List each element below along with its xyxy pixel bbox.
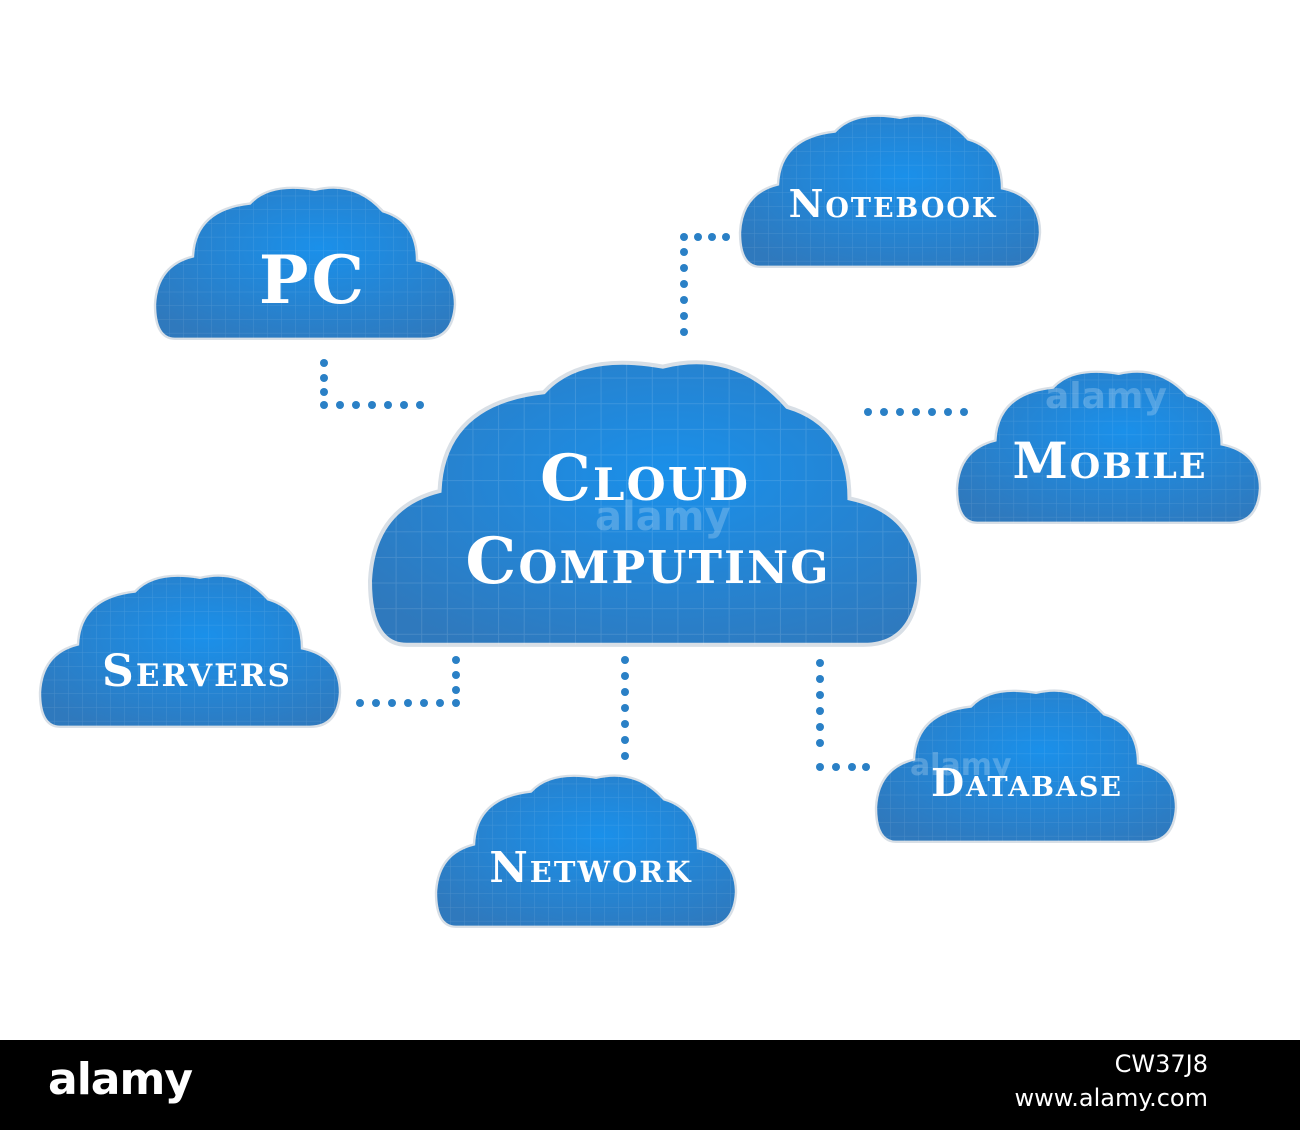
footer-bar: alamy CW37J8 www.alamy.com bbox=[0, 1040, 1300, 1130]
footer-image-id: CW37J8 bbox=[1114, 1050, 1208, 1078]
cloud-diagram: Cloud Computing PC Notebook Mobile Serve… bbox=[38, 114, 1262, 928]
connector-servers bbox=[356, 656, 460, 707]
node-database-label: Database bbox=[931, 760, 1123, 805]
connector-database bbox=[816, 659, 870, 771]
connector-pc bbox=[320, 359, 424, 409]
watermark-center: alamy bbox=[595, 494, 730, 540]
connector-network bbox=[621, 656, 629, 760]
connectors bbox=[320, 233, 968, 771]
watermark-database: alamy bbox=[910, 748, 1012, 783]
node-network-label: Network bbox=[489, 843, 692, 892]
center-title-line1: Cloud bbox=[540, 441, 750, 516]
connector-notebook bbox=[680, 233, 730, 336]
footer-url: www.alamy.com bbox=[1014, 1084, 1208, 1112]
node-notebook-label: Notebook bbox=[789, 181, 998, 226]
node-servers-label: Servers bbox=[102, 646, 292, 697]
node-pc-label: PC bbox=[259, 241, 367, 319]
connector-mobile bbox=[864, 408, 968, 416]
watermark-mobile: alamy bbox=[1045, 376, 1167, 417]
center-title-line2: Computing bbox=[465, 524, 830, 599]
footer-brand-logo: alamy bbox=[48, 1054, 193, 1105]
watermarks: alamy alamy alamy bbox=[595, 376, 1167, 783]
node-mobile-label: Mobile bbox=[1012, 431, 1207, 490]
